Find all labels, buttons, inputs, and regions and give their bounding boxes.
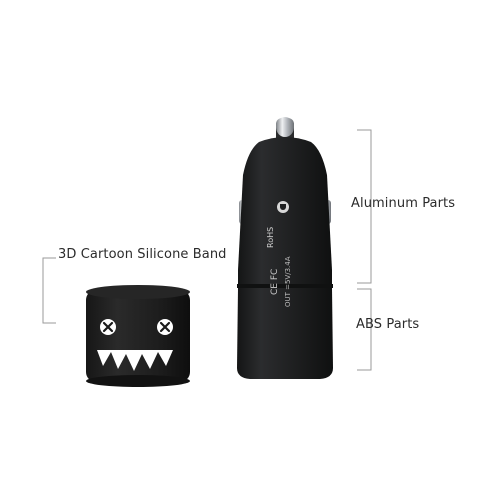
charger-tip [276,117,294,140]
aluminum-callout-label: Aluminum Parts [351,196,456,211]
band-callout-label: 3D Cartoon Silicone Band [58,247,227,262]
abs-callout-bracket [357,288,372,371]
band-callout-bracket [42,257,56,324]
charger-markings: RoHS CE FC OUT =5V/3.4A [240,205,320,307]
aluminum-callout-bracket [357,129,372,284]
abs-callout-label: ABS Parts [356,317,420,332]
brand-logo-icon [277,201,289,213]
marking-output: OUT =5V/3.4A [284,256,292,307]
body-seam [237,284,333,288]
band-right-eye-icon [157,319,173,335]
marking-rohs: RoHS [266,226,275,248]
marking-certifications: CE FC [270,268,280,295]
band-left-eye-icon [100,319,116,335]
band-teeth-icon [97,350,173,371]
abs-body [237,288,333,379]
silicone-band [86,285,190,387]
